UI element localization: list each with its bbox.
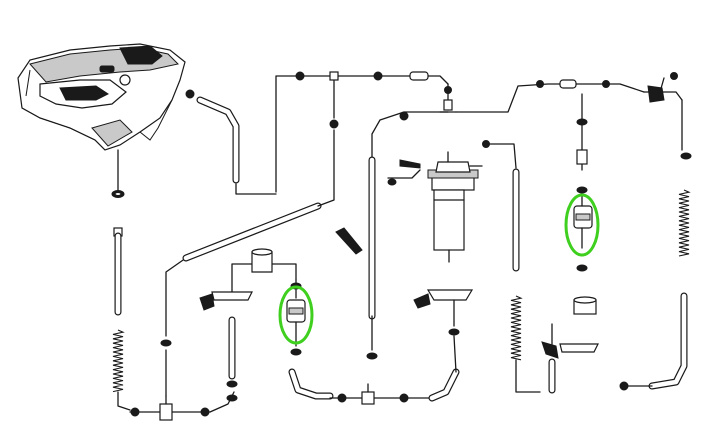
corrugated-hose-icon bbox=[112, 329, 125, 393]
corrugated-hose-icon bbox=[678, 189, 691, 257]
far-right-hose bbox=[619, 292, 688, 391]
right-lower-assembly bbox=[541, 296, 599, 394]
highlight-circle-right bbox=[564, 193, 600, 257]
bottom-u-hose bbox=[288, 368, 460, 405]
fuel-filter-icon bbox=[286, 279, 306, 356]
filter-housing-icon bbox=[387, 151, 483, 373]
middle-loop bbox=[199, 248, 297, 402]
highlight-circle-left bbox=[278, 285, 314, 345]
hose-clamp-icon bbox=[111, 190, 125, 198]
left-vertical-hose bbox=[113, 227, 123, 316]
tank-return-pipe bbox=[185, 89, 277, 195]
fuel-tank-icon bbox=[17, 43, 186, 151]
middle-vertical-pipe bbox=[366, 156, 378, 360]
fuel-filter-icon bbox=[573, 186, 593, 272]
corrugated-hose-icon bbox=[510, 295, 523, 361]
t-connector-icon bbox=[129, 391, 235, 421]
